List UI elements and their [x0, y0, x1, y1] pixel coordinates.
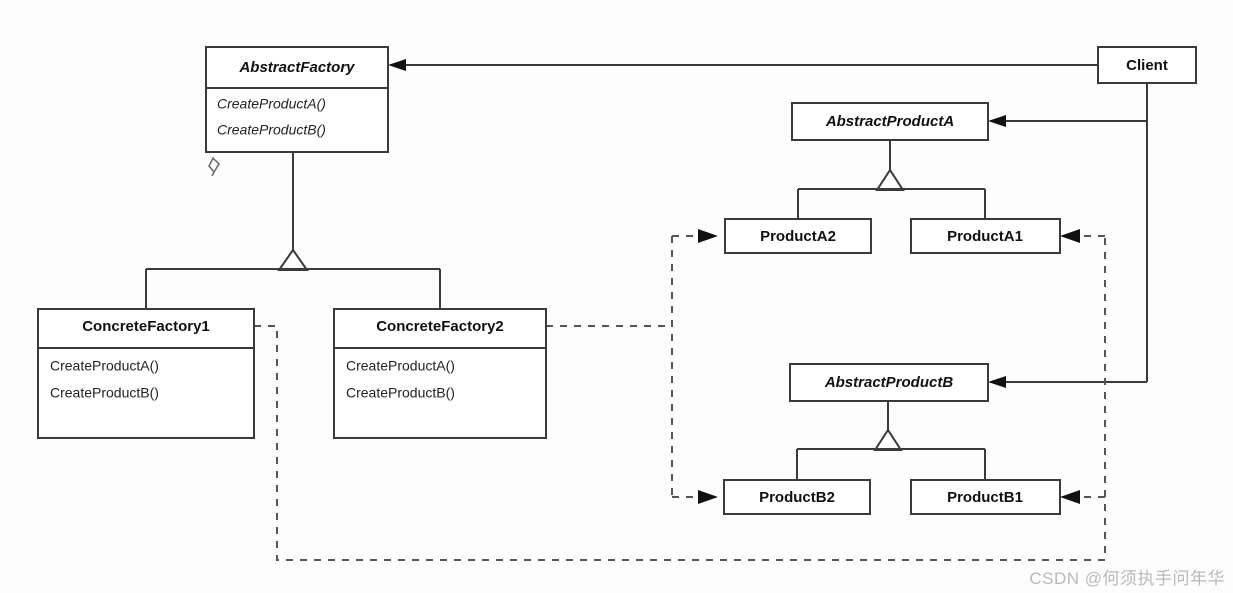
class-box-producta1-rect[interactable]: [910, 218, 1061, 254]
hollow-triangle-icon: [277, 248, 309, 271]
class-box-abstractproducta-rect[interactable]: [791, 102, 989, 141]
class-box-concretefactory2[interactable]: ConcreteFactory2 CreateProductA() Create…: [333, 308, 547, 439]
link-client-to-abstractproductb: [988, 376, 1147, 388]
class-box-abstractproductb-rect[interactable]: [789, 363, 989, 402]
arrowhead-icon: [1060, 490, 1080, 504]
link-generalization-product-a: [797, 140, 986, 219]
class-box-abstractproducta[interactable]: AbstractProductA: [791, 102, 989, 141]
class-box-productb1[interactable]: ProductB1: [910, 479, 1061, 515]
class-box-client-rect[interactable]: [1097, 46, 1197, 84]
class-title-producta1: ProductA1: [947, 228, 1023, 245]
link-dependency-factory1-products: [254, 229, 1106, 561]
class-box-client[interactable]: Client: [1097, 46, 1197, 84]
pencil-mark-icon: [208, 156, 220, 177]
csdn-watermark: CSDN @何须执手问年华: [1029, 569, 1225, 588]
class-title-abstractproductb: AbstractProductB: [824, 374, 954, 391]
arrowhead-icon: [988, 376, 1006, 388]
class-box-producta1[interactable]: ProductA1: [910, 218, 1061, 254]
link-generalization-factories: [145, 152, 441, 309]
link-client-to-abstractfactory: [388, 59, 1098, 71]
link-client-to-abstractproducta: [988, 115, 1147, 127]
class-box-concretefactory1[interactable]: ConcreteFactory1 CreateProductA() Create…: [37, 308, 255, 439]
arrowhead-icon: [698, 490, 718, 504]
class-title-producta2: ProductA2: [760, 228, 836, 245]
class-title-abstractfactory: AbstractFactory: [238, 59, 355, 76]
class-title-concretefactory2: ConcreteFactory2: [376, 318, 504, 335]
class-title-client: Client: [1126, 57, 1168, 74]
hollow-triangle-icon: [875, 168, 905, 191]
class-title-abstractproducta: AbstractProductA: [825, 113, 954, 130]
class-box-productb2-rect[interactable]: [723, 479, 871, 515]
class-method-createproductb: CreateProductB(): [217, 122, 326, 138]
hollow-triangle-icon: [873, 428, 903, 451]
class-box-productb2[interactable]: ProductB2: [723, 479, 871, 515]
arrowhead-icon: [388, 59, 406, 71]
class-method-createproducta: CreateProductA(): [217, 96, 326, 112]
connector-layer: [145, 59, 1148, 561]
class-box-concretefactory2-rect[interactable]: [333, 308, 547, 439]
class-title-productb2: ProductB2: [759, 489, 835, 506]
class-method-createproductb: CreateProductB(): [50, 385, 159, 401]
class-method-createproductb: CreateProductB(): [346, 385, 455, 401]
class-title-concretefactory1: ConcreteFactory1: [82, 318, 210, 335]
arrowhead-icon: [988, 115, 1006, 127]
class-title-productb1: ProductB1: [947, 489, 1023, 506]
class-method-createproducta: CreateProductA(): [50, 358, 159, 374]
class-box-abstractfactory[interactable]: AbstractFactory CreateProductA() CreateP…: [205, 46, 389, 153]
class-box-producta2-rect[interactable]: [724, 218, 872, 254]
arrowhead-icon: [698, 229, 718, 243]
class-box-productb1-rect[interactable]: [910, 479, 1061, 515]
class-box-abstractproductb[interactable]: AbstractProductB: [789, 363, 989, 402]
link-dependency-factory2-products: [546, 229, 718, 504]
class-method-createproducta: CreateProductA(): [346, 358, 455, 374]
link-generalization-product-b: [796, 400, 986, 480]
class-box-concretefactory1-rect[interactable]: [37, 308, 255, 439]
class-box-abstractfactory-rect[interactable]: [205, 46, 389, 153]
arrowhead-icon: [1060, 229, 1080, 243]
class-box-producta2[interactable]: ProductA2: [724, 218, 872, 254]
